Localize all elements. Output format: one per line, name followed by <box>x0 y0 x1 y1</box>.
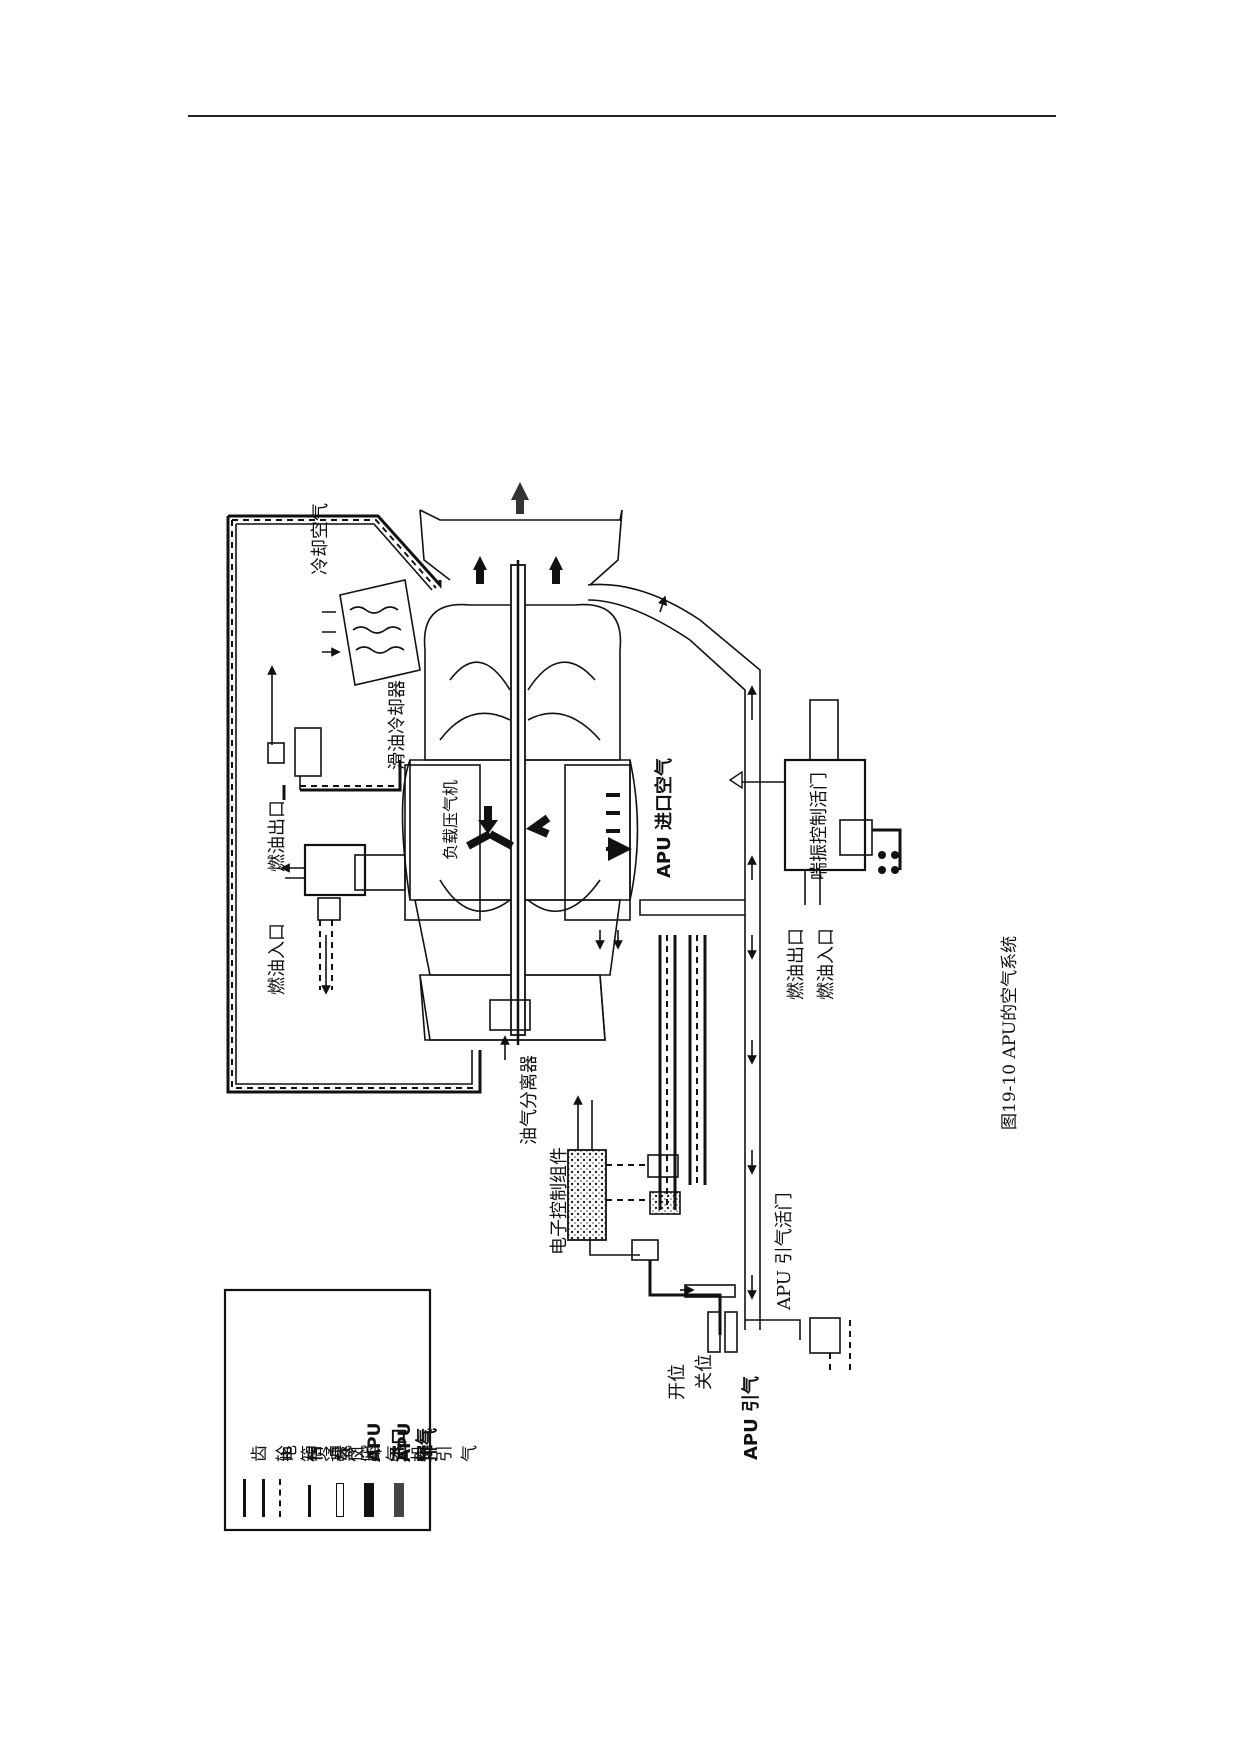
label-closed-position: 关位 <box>694 1354 715 1390</box>
label-ecu: 电子控制组件 <box>549 1147 570 1255</box>
surge-control-valve <box>728 699 902 905</box>
apu-engine-core <box>401 560 639 1045</box>
legend-item-load-bleed: 负载压气机引气 <box>303 1302 480 1517</box>
gearbox-vent-line <box>226 514 482 1094</box>
oil-separator <box>419 974 606 1060</box>
bleed-duct <box>587 583 761 1330</box>
label-fuel-outlet-top: 燃油出口 <box>267 800 288 872</box>
label-fuel-inlet-bottom: 燃油入口 <box>816 928 837 1000</box>
apu-inlet-air-arrow-icon <box>364 1483 374 1517</box>
header-rule <box>188 115 1056 117</box>
label-cooling-air: 冷却空气 <box>310 503 331 575</box>
legend-item-gearbox-vent: 齿轮箱通风 <box>243 1302 370 1517</box>
apu-bleed-valve <box>631 1239 851 1375</box>
label-apu-inlet-air: APU 进口空气 <box>654 757 675 878</box>
apu-exhaust-arrow-icon <box>473 556 487 570</box>
electric-signal-line-icon <box>279 1479 283 1517</box>
load-compressor-bleed-arrow-icon <box>308 1485 311 1517</box>
apu-exhaust-arrow-icon <box>549 556 563 570</box>
label-fuel-outlet-bottom: 燃油出口 <box>786 928 807 1000</box>
figure-caption: 图19-10 APU的空气系统 <box>1000 935 1020 1130</box>
oil-cooler <box>322 579 421 686</box>
electronic-control-unit <box>567 1095 681 1256</box>
legend-label-apu-exhaust: APU 排气 <box>395 1422 440 1462</box>
label-oil-cooler: 滑油冷却器 <box>387 680 408 770</box>
apu-exhaust-arrow-icon <box>394 1483 404 1517</box>
label-surge-valve: 喘振控制活门 <box>809 772 830 880</box>
label-load-compressor: 负载压气机 <box>441 779 460 860</box>
exhaust-duct <box>419 482 623 586</box>
label-bleed-valve: APU 引气活门 <box>774 1192 795 1310</box>
label-fuel-inlet-top: 燃油入口 <box>267 923 288 995</box>
fuel-lines-top <box>267 665 406 995</box>
gearbox-vent-line-icon <box>243 1479 265 1517</box>
legend-panel: 齿轮箱通风 电信号 负载压气机引气 冷却空气 APU 进口空气 APU 排气 <box>225 1290 480 1530</box>
legend-item-apu-inlet-air: APU 进口空气 <box>363 1302 435 1517</box>
label-oil-separator: 油气分离器 <box>519 1055 540 1145</box>
label-apu-bleed: APU 引气 <box>741 1375 762 1460</box>
label-open-position: 开位 <box>667 1364 688 1400</box>
bleed-pipe-and-signal <box>658 935 707 1210</box>
apu-inlet-air-arrows <box>606 793 620 849</box>
legend-item-apu-exhaust: APU 排气 <box>393 1302 440 1517</box>
legend-item-electric-signal: 电信号 <box>273 1302 350 1517</box>
cooling-air-arrow-icon <box>336 1483 344 1517</box>
legend-item-cooling-air: 冷却空气 <box>333 1302 435 1517</box>
apu-exhaust-arrow-icon <box>511 482 529 500</box>
